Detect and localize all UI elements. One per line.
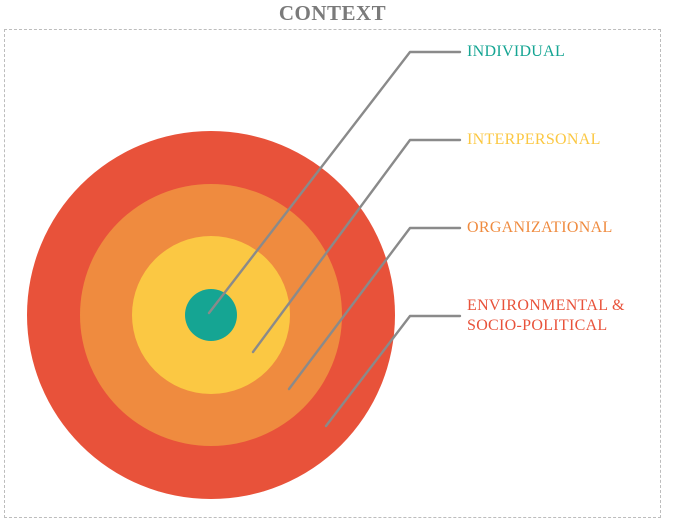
label-environmental-line-1: ENVIRONMENTAL & <box>467 297 625 314</box>
context-frame <box>4 29 661 518</box>
diagram-title: CONTEXT <box>278 1 387 25</box>
label-organizational: ORGANIZATIONAL <box>467 218 613 238</box>
leader-line-organizational <box>287 226 462 391</box>
label-individual-line: INDIVIDUAL <box>467 43 566 60</box>
label-organizational-line: ORGANIZATIONAL <box>467 219 613 236</box>
label-individual: INDIVIDUAL <box>467 42 565 62</box>
ring-individual <box>185 289 237 341</box>
label-interpersonal-line: INTERPERSONAL <box>467 131 601 148</box>
label-environmental-line-2: SOCIO-POLITICAL <box>467 317 608 334</box>
leader-line-environmental <box>324 314 462 428</box>
label-interpersonal: INTERPERSONAL <box>467 130 601 150</box>
label-environmental: ENVIRONMENTAL & SOCIO-POLITICAL <box>467 296 625 336</box>
leader-line-interpersonal <box>251 138 462 354</box>
leader-line-individual <box>207 50 462 315</box>
